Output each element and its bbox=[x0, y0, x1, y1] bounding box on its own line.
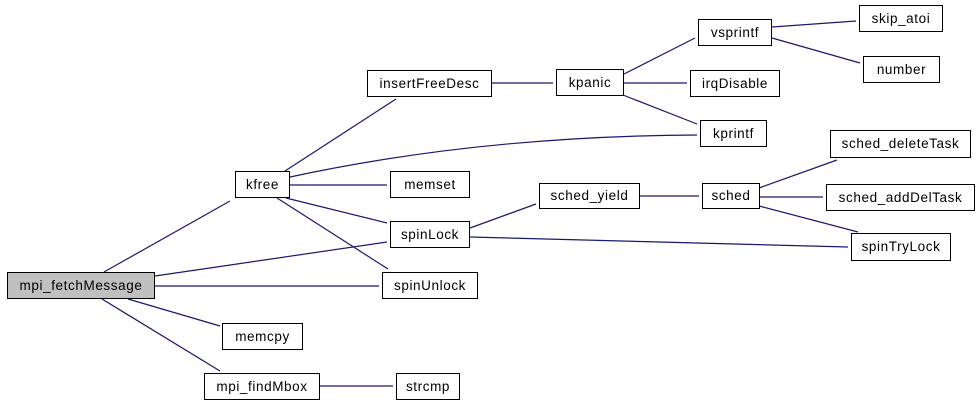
node-kpanic[interactable]: kpanic bbox=[556, 69, 624, 96]
edge-spinLock-to-sched_yield bbox=[469, 203, 537, 229]
node-spinUnlock[interactable]: spinUnlock bbox=[382, 272, 478, 299]
node-mpi_fetchMessage[interactable]: mpi_fetchMessage bbox=[7, 272, 155, 299]
node-sched_yield[interactable]: sched_yield bbox=[539, 183, 640, 209]
node-kfree[interactable]: kfree bbox=[235, 171, 290, 198]
node-strcmp[interactable]: strcmp bbox=[396, 373, 460, 400]
node-mpi_findMbox[interactable]: mpi_findMbox bbox=[204, 373, 320, 400]
node-spinTryLock[interactable]: spinTryLock bbox=[851, 233, 951, 261]
node-memset[interactable]: memset bbox=[390, 171, 470, 198]
edge-mpi_fetchMessage-to-mpi_findMbox bbox=[101, 298, 221, 372]
edge-mpi_fetchMessage-to-spinLock bbox=[154, 241, 388, 277]
edge-kfree-to-kprintf bbox=[289, 134, 698, 178]
edge-kfree-to-spinUnlock bbox=[276, 197, 389, 270]
node-kprintf[interactable]: kprintf bbox=[700, 120, 767, 147]
node-sched_addDelTask[interactable]: sched_addDelTask bbox=[826, 184, 975, 211]
edge-kfree-to-spinLock bbox=[285, 197, 388, 224]
edge-kpanic-to-kprintf bbox=[622, 94, 698, 125]
edge-kfree-to-insertFreeDesc bbox=[284, 98, 397, 172]
node-memcpy[interactable]: memcpy bbox=[222, 323, 303, 350]
node-vsprintf[interactable]: vsprintf bbox=[698, 19, 772, 46]
edge-vsprintf-to-number bbox=[771, 37, 861, 64]
node-skip_atoi[interactable]: skip_atoi bbox=[859, 5, 943, 32]
node-irqDisable[interactable]: irqDisable bbox=[690, 70, 780, 97]
edge-kpanic-to-vsprintf bbox=[623, 37, 696, 75]
node-spinLock[interactable]: spinLock bbox=[390, 221, 470, 248]
edge-mpi_fetchMessage-to-kfree bbox=[103, 200, 231, 273]
edge-sched-to-spinTryLock bbox=[758, 205, 859, 233]
node-number[interactable]: number bbox=[863, 56, 940, 83]
edge-mpi_fetchMessage-to-memcpy bbox=[127, 298, 221, 327]
edge-spinLock-to-spinTryLock bbox=[469, 236, 849, 248]
node-insertFreeDesc[interactable]: insertFreeDesc bbox=[367, 70, 492, 97]
edge-sched-to-sched_deleteTask bbox=[758, 159, 838, 189]
node-sched[interactable]: sched bbox=[702, 183, 760, 209]
edge-vsprintf-to-skip_atoi bbox=[771, 20, 857, 28]
node-sched_deleteTask[interactable]: sched_deleteTask bbox=[830, 130, 971, 158]
